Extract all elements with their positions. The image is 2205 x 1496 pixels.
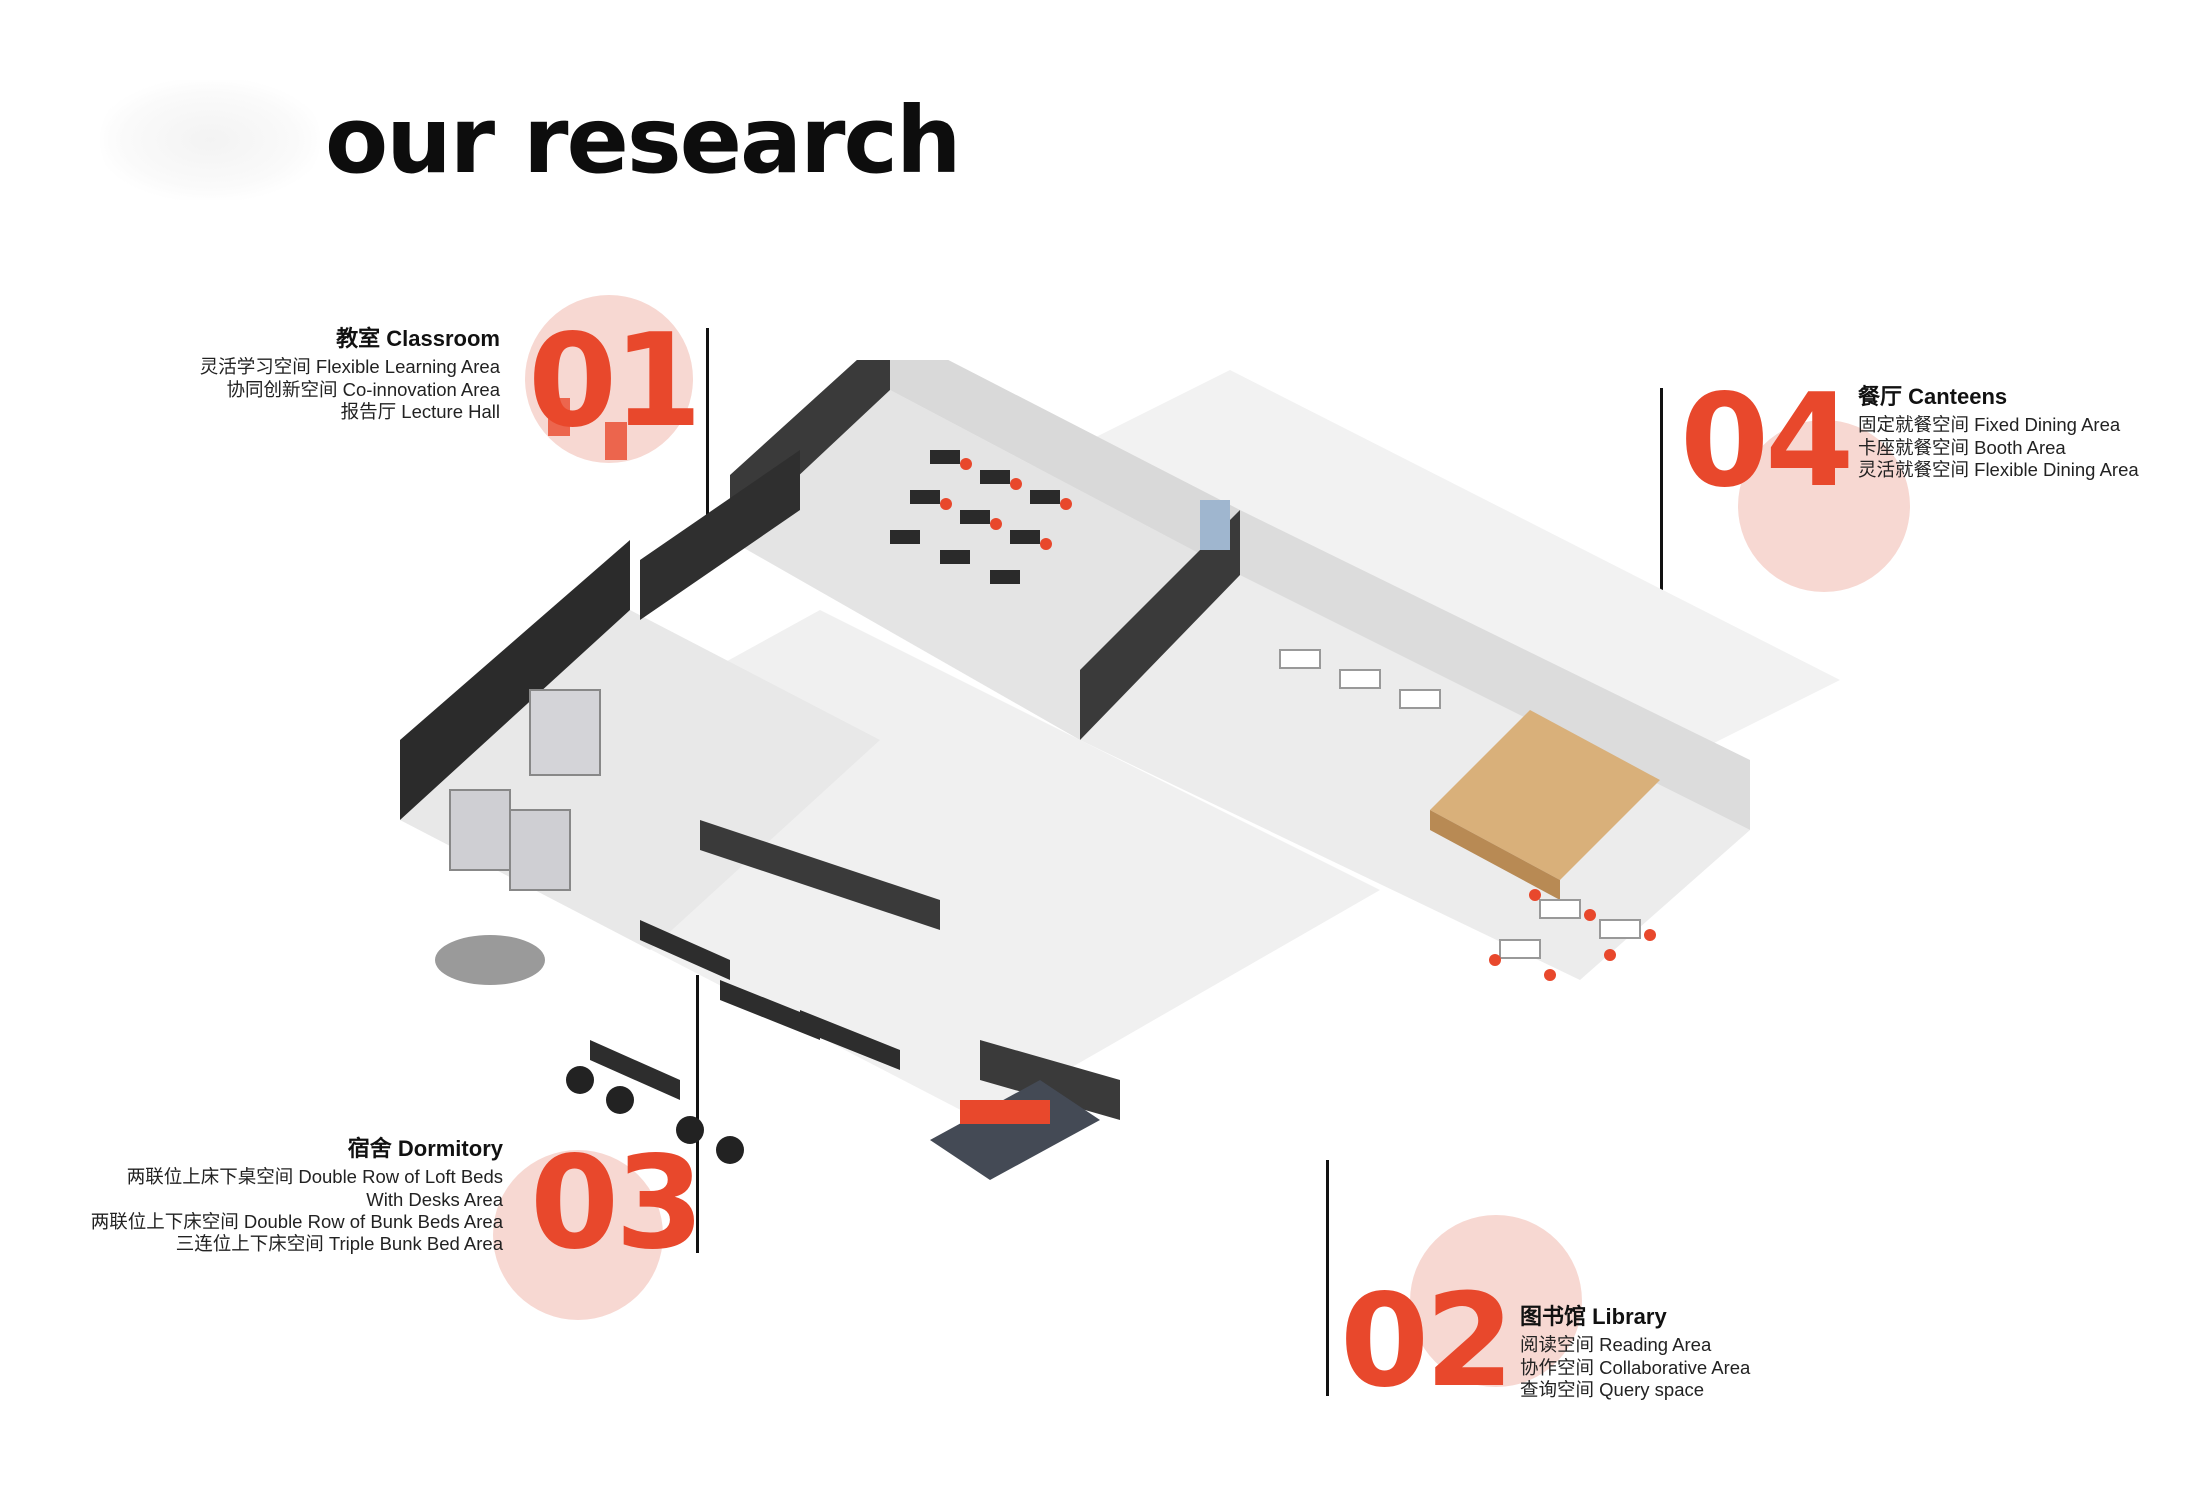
section-04-item: 固定就餐空间 Fixed Dining Area bbox=[1858, 414, 2121, 436]
canteen-tables bbox=[1279, 649, 1641, 959]
section-02-item: 查询空间 Query space bbox=[1520, 1378, 1705, 1400]
hall-floor bbox=[1080, 575, 1750, 980]
section-01-text: 教室 Classroom 灵活学习空间 Flexible Learning Ar… bbox=[200, 326, 500, 423]
section-03-item: With Desks Area bbox=[366, 1188, 503, 1210]
section-01-divider bbox=[706, 328, 709, 530]
classroom-right-wall bbox=[890, 360, 1240, 575]
section-02-divider bbox=[1326, 1160, 1329, 1396]
section-03-item: 两联位上床下桌空间 Double Row of Loft Beds bbox=[126, 1166, 503, 1188]
section-03-number: 03 bbox=[530, 1129, 704, 1278]
section-03-circle bbox=[493, 1150, 663, 1320]
classroom-chairs bbox=[940, 458, 1072, 550]
section-01-item: 报告厅 Lecture Hall bbox=[340, 400, 500, 422]
reading-sofa bbox=[960, 1100, 1050, 1124]
hall-left-wall bbox=[1080, 510, 1240, 740]
section-04-item: 卡座就餐空间 Booth Area bbox=[1858, 436, 2066, 458]
classroom-desks bbox=[890, 450, 1060, 584]
section-03-text: 宿舍 Dormitory 两联位上床下桌空间 Double Row of Lof… bbox=[91, 1136, 503, 1255]
reading-rug bbox=[930, 1080, 1100, 1180]
section-01-heading: 教室 Classroom bbox=[336, 326, 500, 351]
section-04-divider bbox=[1660, 388, 1663, 624]
poster bbox=[605, 422, 627, 460]
section-03-heading: 宿舍 Dormitory bbox=[347, 1136, 503, 1161]
section-02-heading: 图书馆 Library bbox=[1520, 1304, 1667, 1329]
bunk-bed bbox=[509, 809, 571, 891]
library-shelves bbox=[700, 820, 1120, 1120]
section-02-number: 02 bbox=[1340, 1267, 1514, 1416]
section-04-circle bbox=[1738, 420, 1910, 592]
section-03-item: 三连位上下床空间 Triple Bunk Bed Area bbox=[175, 1232, 503, 1254]
section-04-text: 餐厅 Canteens 固定就餐空间 Fixed Dining Area 卡座就… bbox=[1858, 384, 2139, 481]
section-04-heading: 餐厅 Canteens bbox=[1858, 384, 2008, 409]
section-04-item: 灵活就餐空间 Flexible Dining Area bbox=[1858, 458, 2139, 480]
section-01-item: 协同创新空间 Co-innovation Area bbox=[226, 378, 501, 400]
library-desks bbox=[590, 920, 900, 1100]
booth-roof bbox=[1430, 710, 1660, 880]
booth-roof-side bbox=[1430, 810, 1560, 900]
section-02-item: 阅读空间 Reading Area bbox=[1520, 1334, 1712, 1356]
section-02-circle bbox=[1410, 1215, 1582, 1387]
blurred-logo bbox=[100, 80, 320, 200]
section-02-text: 图书馆 Library 阅读空间 Reading Area 协作空间 Colla… bbox=[1520, 1304, 1750, 1401]
section-02-item: 协作空间 Collaborative Area bbox=[1520, 1356, 1751, 1378]
dormitory-back-wall bbox=[400, 540, 630, 820]
isometric-campus-illustration bbox=[400, 360, 1840, 1180]
section-03-divider bbox=[696, 975, 699, 1253]
poster bbox=[548, 398, 570, 436]
loft-bed bbox=[529, 689, 601, 776]
section-03-item: 两联位上下床空间 Double Row of Bunk Beds Area bbox=[90, 1210, 503, 1232]
dormitory-partition bbox=[640, 450, 800, 620]
armchairs bbox=[566, 1066, 744, 1164]
bunk-bed bbox=[449, 789, 511, 871]
section-04-number: 04 bbox=[1680, 367, 1854, 516]
poster bbox=[1200, 500, 1230, 550]
section-01-item: 灵活学习空间 Flexible Learning Area bbox=[199, 356, 500, 378]
dormitory-rug bbox=[435, 935, 545, 985]
canteen-chairs bbox=[1489, 889, 1656, 981]
page-title: our research bbox=[325, 87, 962, 194]
hall-back-wall bbox=[1240, 510, 1750, 830]
